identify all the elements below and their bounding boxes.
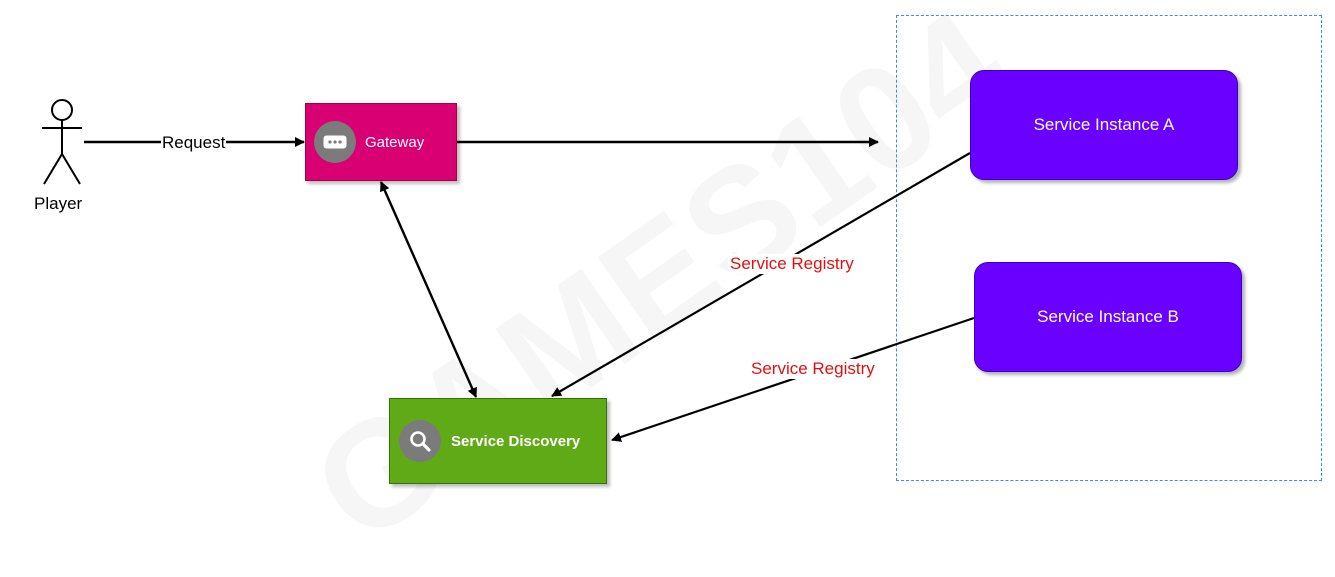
service-discovery-node[interactable]: Service Discovery <box>389 398 607 484</box>
service-instance-b-node[interactable]: Service Instance B <box>974 262 1242 372</box>
request-label: Request <box>161 133 227 153</box>
gateway-label: Gateway <box>365 133 425 151</box>
service-discovery-label: Service Discovery <box>451 432 581 450</box>
service-registry-a-label: Service Registry <box>728 254 856 274</box>
edges-layer <box>84 137 975 442</box>
service-registry-b-label: Service Registry <box>749 359 877 379</box>
edge-gateway-discovery <box>379 181 478 398</box>
service-instances-group <box>896 15 1322 481</box>
diagram-canvas: GAMES104 Player Request Service Registry… <box>34 15 1322 484</box>
player-label: Player <box>34 194 83 213</box>
service-instance-a-label: Service Instance A <box>1033 115 1175 134</box>
gateway-node[interactable]: Gateway <box>305 103 457 181</box>
edge-instance-a-discovery <box>551 152 971 397</box>
service-instance-b-label: Service Instance B <box>1037 307 1179 326</box>
search-icon <box>399 420 441 462</box>
service-instance-a-node[interactable]: Service Instance A <box>970 70 1238 180</box>
edge-instance-b-discovery <box>611 316 975 442</box>
player-actor-icon <box>42 99 82 185</box>
message-dots-icon <box>314 121 356 163</box>
